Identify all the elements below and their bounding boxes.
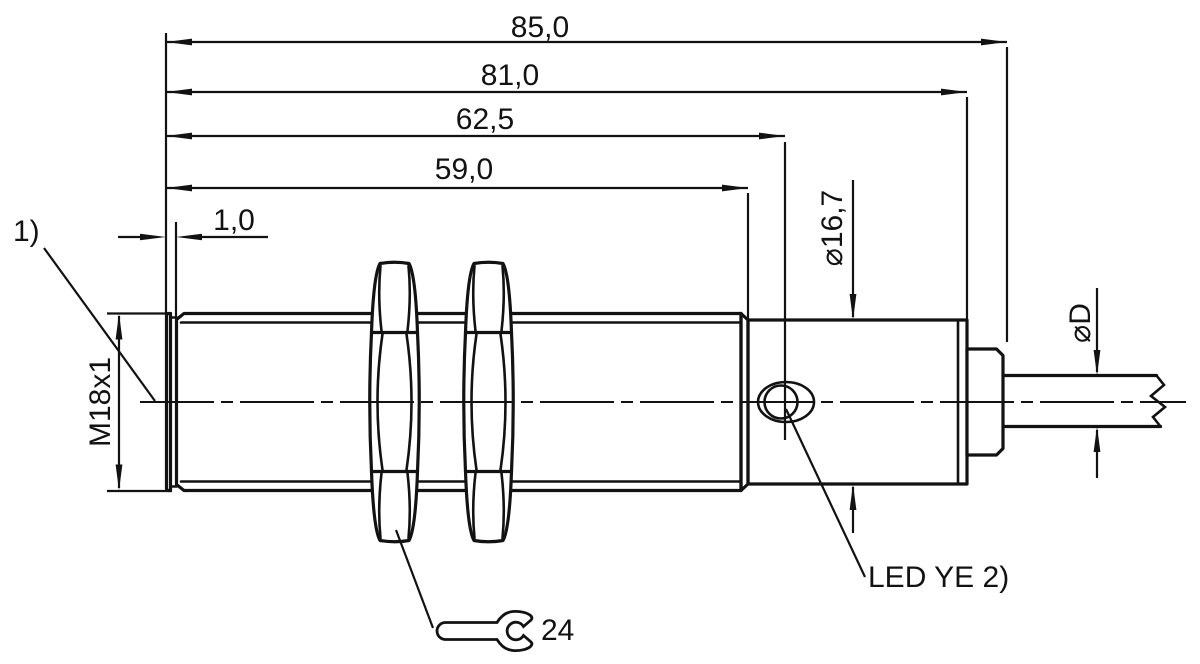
- dim-text-62-5: 62,5: [456, 103, 514, 136]
- arrowhead-up: [1093, 426, 1101, 452]
- wrench-annotation: 24: [394, 529, 574, 652]
- arrowhead-right: [759, 132, 785, 140]
- thread-root-lines: [179, 321, 743, 483]
- arrowhead-down: [1093, 350, 1101, 376]
- hex-nut-face-edges: [369, 330, 420, 474]
- dimension-thread-size: M18x1: [84, 312, 172, 493]
- dim-text-81: 81,0: [481, 59, 539, 92]
- footnote-text: 1): [13, 215, 40, 248]
- extension-lines: [164, 33, 1009, 440]
- dimension-led-position: 62,5: [166, 103, 785, 140]
- dimension-overall-length: 85,0: [166, 11, 1007, 46]
- arrowhead-left: [166, 132, 192, 140]
- arrowhead-right: [941, 88, 967, 96]
- footnote-annotation: 1): [13, 215, 156, 402]
- arrowhead-up: [849, 484, 857, 510]
- dim-text-m18x1: M18x1: [84, 357, 117, 447]
- led-annotation: LED YE 2): [785, 408, 1009, 594]
- arrowhead-left: [166, 184, 192, 192]
- wrench-leader-line: [394, 529, 435, 629]
- wrench-size-text: 24: [541, 614, 574, 647]
- footnote-leader-line: [43, 247, 156, 402]
- dim-text-85: 85,0: [511, 11, 569, 44]
- led-label-text: LED YE 2): [868, 561, 1009, 594]
- arrowhead-right: [981, 38, 1007, 46]
- dim-line: [107, 312, 172, 493]
- arrowhead-up: [115, 313, 123, 340]
- dimension-thread-length: 59,0: [166, 153, 748, 192]
- arrowhead-right: [176, 233, 202, 241]
- dimension-housing-diameter: ⌀16,7: [816, 180, 857, 533]
- arrowhead-left: [140, 233, 166, 241]
- cable: [1001, 373, 1163, 429]
- arrowhead-down: [849, 294, 857, 320]
- dim-text-dia-16-7: ⌀16,7: [816, 190, 849, 266]
- arrowhead-left: [166, 38, 192, 46]
- arrowhead-down: [115, 464, 123, 491]
- dimension-front-face-offset: 1,0: [118, 204, 268, 241]
- dimension-body-length: 81,0: [166, 59, 967, 96]
- dim-text-1-0: 1,0: [213, 204, 255, 237]
- wrench-icon: [435, 610, 534, 652]
- cap-step-lines: [169, 316, 178, 488]
- dimension-cable-diameter: ⌀D: [1064, 288, 1101, 478]
- arrowhead-right: [722, 184, 748, 192]
- arrowhead-left: [166, 88, 192, 96]
- led-leader-line: [785, 408, 866, 578]
- dim-text-dia-d: ⌀D: [1064, 303, 1097, 343]
- dim-text-59: 59,0: [435, 153, 493, 186]
- hex-nut-face-edges: [463, 330, 514, 474]
